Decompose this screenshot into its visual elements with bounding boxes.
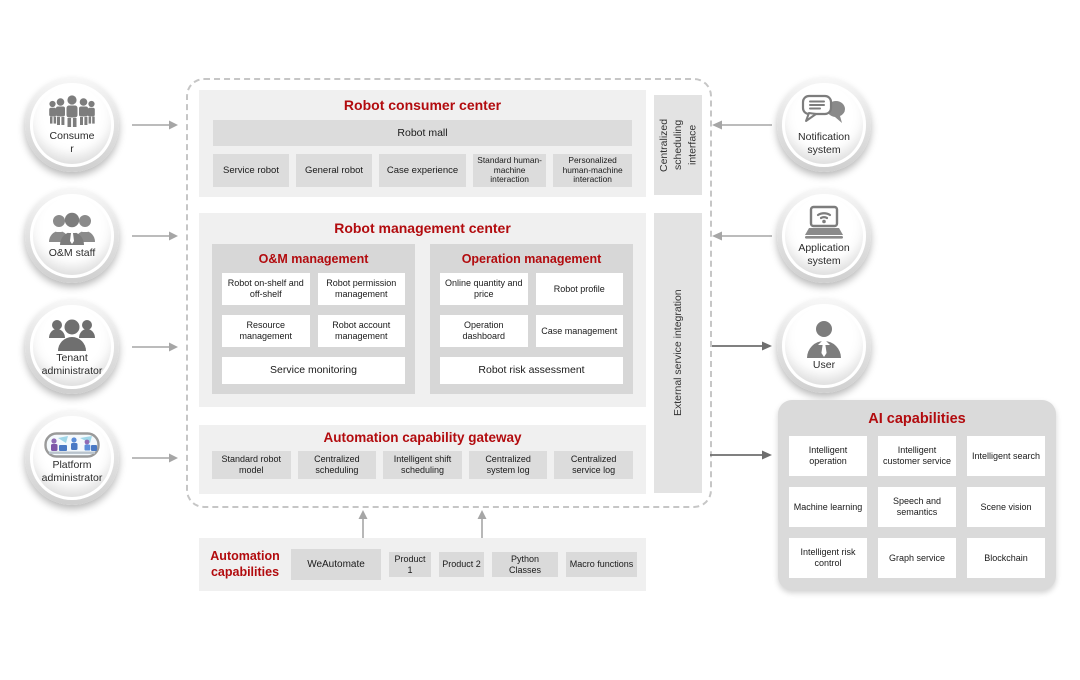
robot-consumer-center-title: Robot consumer center — [343, 97, 502, 113]
diagram-box: Product 2 — [439, 552, 484, 577]
tenant-admin-icon — [49, 317, 95, 352]
system-application: Application system — [777, 189, 871, 283]
diagram-box: Standard human-machine interaction — [472, 154, 547, 187]
system-notification-inner: Notification system — [782, 83, 866, 167]
arrow-platform-admin-to-platform — [132, 453, 178, 463]
ai-capabilities-panel: AI capabilities Intelligent operation In… — [778, 400, 1056, 590]
oam-management-group: O&M management Robot on-shelf and off-sh… — [212, 244, 415, 394]
centralized-scheduling-interface-bar: Centralized scheduling interface — [654, 95, 702, 195]
diagram-box: Intelligent risk control — [789, 538, 867, 578]
vbar-label: External service integration — [671, 289, 684, 417]
diagram-box: Online quantity and price — [440, 273, 528, 305]
vbar-label: Centralized scheduling interface — [657, 118, 699, 172]
consumer-group-icon — [49, 95, 95, 129]
actor-label: Tenant administrator — [41, 352, 103, 377]
platform-admin-icon — [44, 432, 100, 459]
group-title: Operation management — [461, 252, 602, 266]
diagram-box: Intelligent search — [967, 436, 1045, 476]
gateway-items-row: Standard robot model Centralized schedul… — [212, 451, 633, 479]
arrow-automation-to-gateway-right — [477, 510, 487, 541]
robot-management-center-panel: Robot management center O&M management R… — [199, 213, 646, 407]
notification-icon — [801, 94, 847, 130]
automation-capabilities-title: Automation capabilities — [210, 548, 280, 579]
diagram-box: Blockchain — [967, 538, 1045, 578]
application-icon — [801, 205, 847, 241]
arrow-consumer-to-platform — [132, 120, 178, 130]
system-user: User — [777, 299, 871, 393]
diagram-box: Robot profile — [535, 273, 623, 305]
diagram-box: Robot on-shelf and off-shelf — [222, 273, 310, 305]
arrow-automation-to-gateway-left — [358, 510, 368, 541]
external-service-integration-bar: External service integration — [654, 213, 702, 493]
user-icon — [803, 320, 845, 359]
diagram-box: Standard robot model — [212, 451, 291, 479]
actor-oam-staff-inner: O&M staff — [30, 194, 114, 278]
actor-consumer: Consumer — [25, 78, 119, 172]
diagram-box: Robot permission management — [317, 273, 405, 305]
robot-consumer-center-panel: Robot consumer center Robot mall Service… — [199, 90, 646, 197]
diagram-box: Product 1 — [389, 552, 431, 577]
diagram-box: Service robot — [213, 154, 289, 187]
diagram-box: Centralized system log — [468, 451, 548, 479]
diagram-box: Centralized service log — [554, 451, 633, 479]
diagram-box: Resource management — [222, 315, 310, 347]
diagram-box: General robot — [296, 154, 372, 187]
diagram-box: Robot account management — [317, 315, 405, 347]
diagram-box: Case management — [535, 315, 623, 347]
diagram-box: Centralized scheduling — [297, 451, 377, 479]
arrow-platform-to-user — [712, 341, 772, 351]
diagram-box: Intelligent customer service — [878, 436, 956, 476]
diagram-box: Macro functions — [566, 552, 637, 577]
diagram-box: Robot risk assessment — [440, 357, 623, 384]
robot-management-center-title: Robot management center — [334, 220, 511, 236]
actor-platform-administrator: Platform administrator — [25, 411, 119, 505]
system-notification: Notification system — [777, 78, 871, 172]
group-title: O&M management — [258, 252, 369, 266]
actor-label: Platform administrator — [41, 459, 103, 484]
group-grid: Online quantity and price Robot profile … — [440, 273, 623, 347]
diagram-box: Intelligent operation — [789, 436, 867, 476]
actor-oam-staff: O&M staff — [25, 189, 119, 283]
management-groups: O&M management Robot on-shelf and off-sh… — [212, 244, 633, 394]
actor-tenant-administrator: Tenant administrator — [25, 300, 119, 394]
oam-staff-icon — [48, 212, 96, 246]
actor-platform-administrator-inner: Platform administrator — [30, 416, 114, 500]
diagram-box: Scene vision — [967, 487, 1045, 527]
arrow-notification-to-platform — [712, 120, 772, 130]
operation-management-group: Operation management Online quantity and… — [430, 244, 633, 394]
actor-tenant-administrator-inner: Tenant administrator — [30, 305, 114, 389]
system-label: Notification system — [798, 131, 850, 156]
system-user-inner: User — [782, 304, 866, 388]
arrow-platform-to-ai-capabilities — [710, 450, 772, 460]
robot-mall-box: Robot mall — [213, 120, 632, 146]
automation-capabilities-panel: Automation capabilities WeAutomate Produ… — [199, 538, 646, 591]
arrow-tenant-to-platform — [132, 342, 178, 352]
consumer-items-row: Service robot General robot Case experie… — [213, 154, 632, 187]
ai-capabilities-title: AI capabilities — [868, 411, 966, 427]
system-label: Application system — [798, 242, 850, 267]
automation-capability-gateway-panel: Automation capability gateway Standard r… — [199, 425, 646, 494]
actor-consumer-inner: Consumer — [30, 83, 114, 167]
actor-label: Consumer — [49, 130, 95, 155]
diagram-box: Operation dashboard — [440, 315, 528, 347]
group-grid: Robot on-shelf and off-shelf Robot permi… — [222, 273, 405, 347]
diagram-box: WeAutomate — [291, 549, 381, 580]
diagram-box: Case experience — [379, 154, 466, 187]
diagram-box: Python Classes — [492, 552, 558, 577]
diagram-box: Speech and semantics — [878, 487, 956, 527]
actor-label: O&M staff — [48, 247, 96, 260]
diagram-box: Personalized human-machine interaction — [553, 154, 632, 187]
diagram-box: Intelligent shift scheduling — [383, 451, 462, 479]
diagram-box: Service monitoring — [222, 357, 405, 384]
arrow-application-to-platform — [712, 231, 772, 241]
automation-items-row: WeAutomate Product 1 Product 2 Python Cl… — [291, 549, 637, 580]
system-application-inner: Application system — [782, 194, 866, 278]
diagram-box: Graph service — [878, 538, 956, 578]
automation-capability-gateway-title: Automation capability gateway — [323, 430, 522, 445]
diagram-box: Machine learning — [789, 487, 867, 527]
platform-boundary — [186, 78, 712, 508]
arrow-oam-to-platform — [132, 231, 178, 241]
system-label: User — [812, 359, 836, 372]
ai-items-grid: Intelligent operation Intelligent custom… — [789, 436, 1045, 578]
